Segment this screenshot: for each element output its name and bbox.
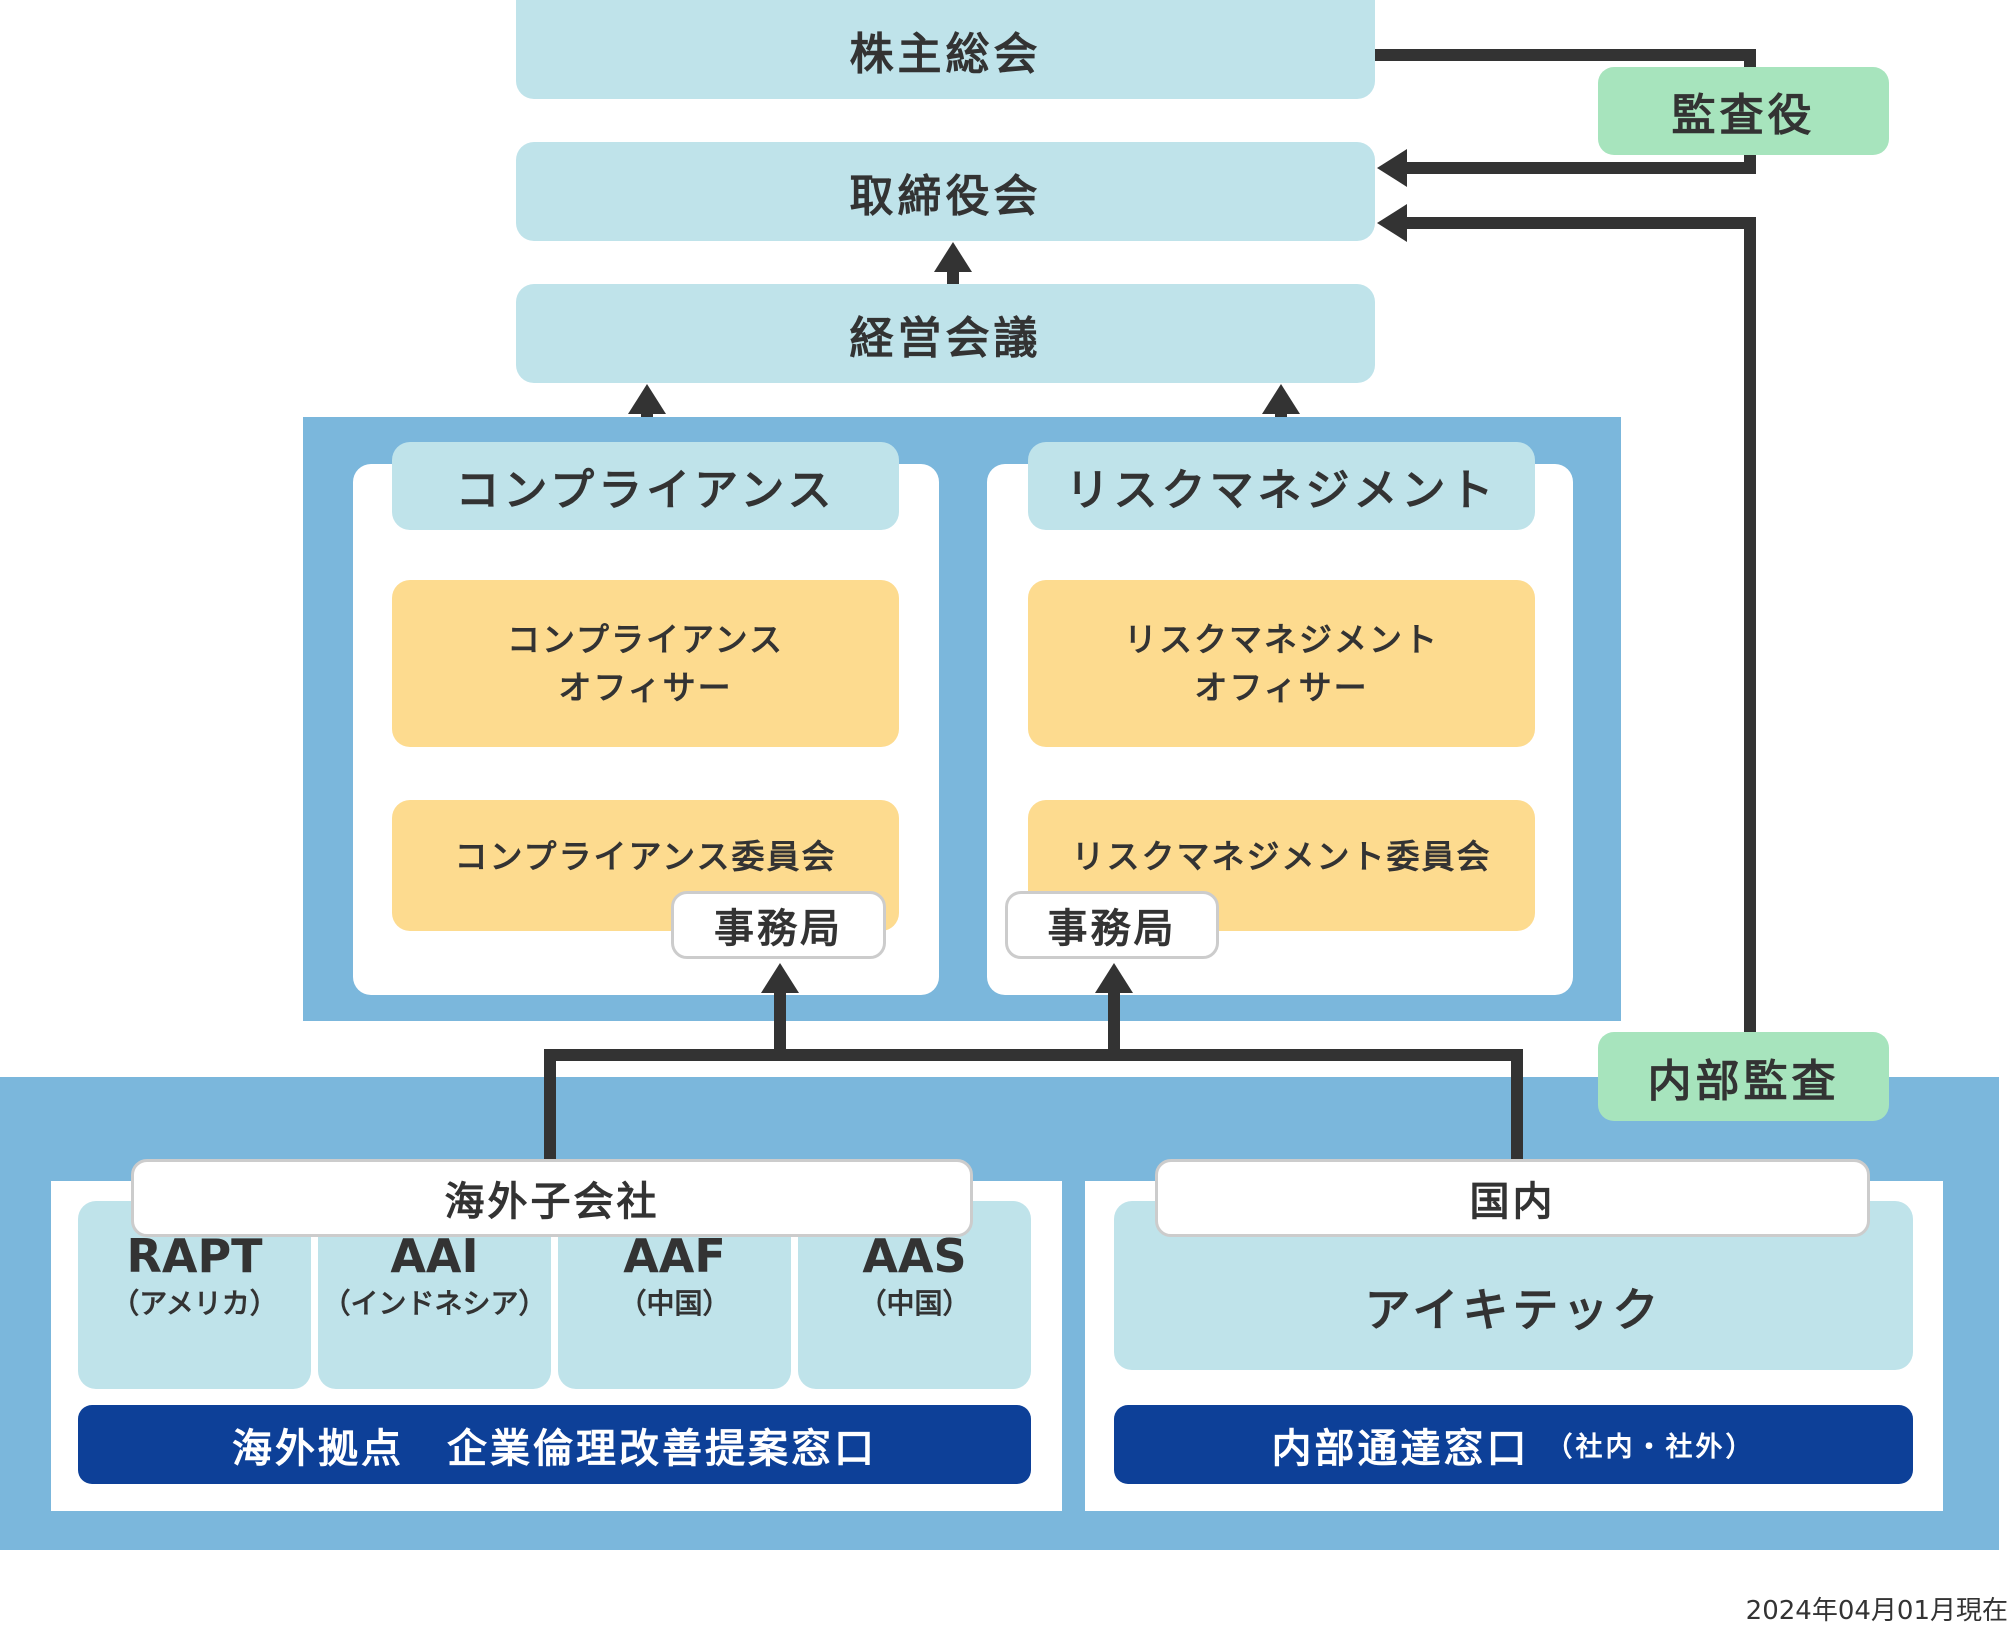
risk-secretariat-badge: 事務局: [1005, 891, 1219, 959]
risk-officer-line2: オフィサー: [1194, 667, 1369, 707]
connector-line: [947, 268, 959, 286]
company-country: （アメリカ）: [111, 1286, 278, 1320]
connector-line: [1744, 217, 1756, 1037]
overseas-hotline-bar: 海外拠点 企業倫理改善提案窓口: [78, 1405, 1031, 1484]
compliance-header: コンプライアンス: [392, 442, 899, 530]
risk-committee-label: リスクマネジメント委員会: [1071, 837, 1492, 876]
company-name: AAI: [390, 1229, 479, 1283]
domestic-hotline-note: （社内・社外）: [1545, 1432, 1756, 1463]
compliance-committee-label: コンプライアンス委員会: [454, 837, 837, 876]
arrow-up-icon: [934, 242, 972, 272]
connector-line: [1108, 990, 1120, 1052]
compliance-secretariat-badge: 事務局: [671, 891, 886, 959]
connector-line: [544, 1049, 556, 1161]
compliance-officer-line1: コンプライアンス: [506, 619, 785, 659]
connector-line: [1511, 1049, 1523, 1161]
domestic-header: 国内: [1155, 1159, 1870, 1237]
company-name: AAF: [623, 1229, 726, 1283]
company-name: RAPT: [126, 1229, 263, 1283]
shareholders-meeting-box: 株主総会: [516, 0, 1375, 99]
board-of-directors-box: 取締役会: [516, 142, 1375, 241]
risk-officer-box: リスクマネジメント オフィサー: [1028, 580, 1535, 747]
management-meeting-box: 経営会議: [516, 284, 1375, 383]
company-country: （インドネシア）: [322, 1286, 547, 1320]
arrow-left-icon: [1377, 204, 1407, 242]
internal-audit-box: 内部監査: [1598, 1032, 1889, 1121]
arrow-up-icon: [1095, 963, 1133, 993]
domestic-hotline-bar: 内部通達窓口 （社内・社外）: [1114, 1405, 1913, 1484]
connector-line: [774, 990, 786, 1052]
domestic-hotline-label: 内部通達窓口: [1271, 1425, 1530, 1472]
risk-officer-line1: リスクマネジメント: [1124, 619, 1439, 659]
company-country: （中国）: [618, 1286, 731, 1320]
connector-line: [1375, 49, 1756, 61]
risk-management-header: リスクマネジメント: [1028, 442, 1535, 530]
connector-line: [1405, 162, 1756, 174]
compliance-officer-box: コンプライアンス オフィサー: [392, 580, 899, 747]
connector-line: [544, 1049, 1523, 1061]
arrow-up-icon: [628, 384, 666, 414]
connector-line: [1405, 217, 1756, 229]
company-name: AAS: [862, 1229, 967, 1283]
domestic-company-name: アイキテック: [1364, 1283, 1663, 1338]
arrow-left-icon: [1377, 149, 1407, 187]
compliance-officer-line2: オフィサー: [558, 667, 733, 707]
risk-committee-box: リスクマネジメント委員会: [1028, 800, 1535, 931]
as-of-date: 2024年04月01月現在: [1745, 1596, 2008, 1626]
company-country: （中国）: [858, 1286, 971, 1320]
arrow-up-icon: [1262, 384, 1300, 414]
overseas-subsidiaries-header: 海外子会社: [131, 1159, 973, 1237]
arrow-up-icon: [761, 963, 799, 993]
auditor-box: 監査役: [1598, 67, 1889, 155]
